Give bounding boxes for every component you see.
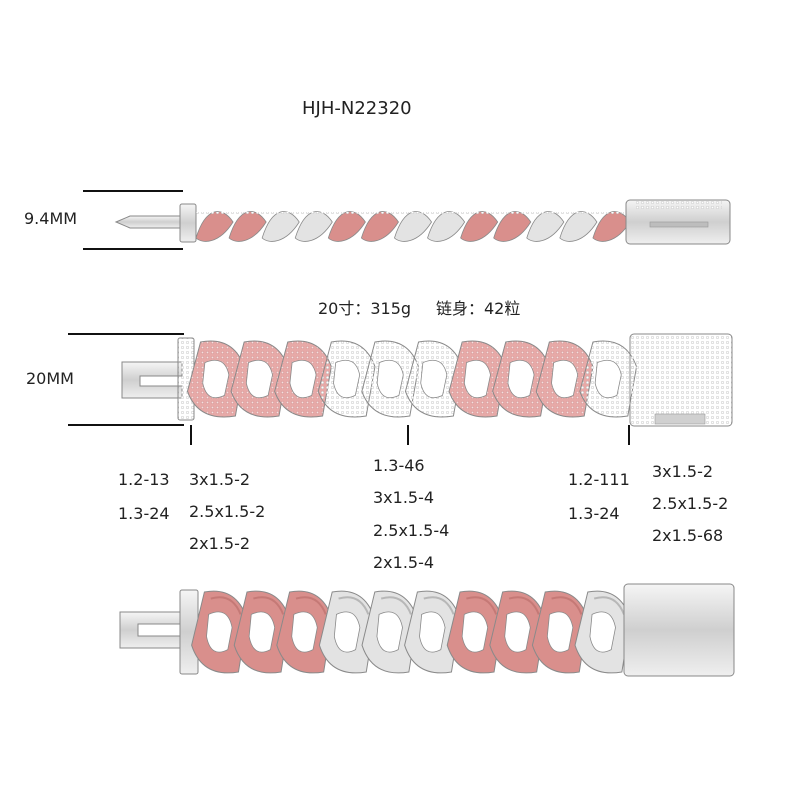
top-view-dimension-bottom-line <box>68 424 184 426</box>
side-view-link <box>559 211 598 242</box>
side-view-link-pave <box>526 212 560 215</box>
side-view-link-pave <box>493 212 527 215</box>
product-code: HJH-N22320 <box>302 98 412 119</box>
side-view-link <box>460 211 499 242</box>
bottom-view-link-opening <box>461 611 489 653</box>
spec-right-b-2: 2.5x1.5-2 <box>652 494 729 513</box>
spec-middle-3: 2.5x1.5-4 <box>373 521 450 540</box>
side-view-link <box>195 211 234 242</box>
spec-right-b-1: 3x1.5-2 <box>652 462 714 481</box>
side-view-link-pave <box>229 212 263 215</box>
spec-middle-1: 1.3-46 <box>373 456 425 475</box>
side-view-end-cap-left <box>179 203 197 243</box>
side-view-clasp-tongue <box>114 215 184 229</box>
bottom-view-link-opening <box>248 611 276 653</box>
bottom-view-link-opening <box>504 611 531 653</box>
side-view-link-pave <box>295 212 329 215</box>
top-view-dimension-top-line <box>68 333 184 335</box>
pointer-tick-right <box>628 425 630 445</box>
bottom-view-link-highlight <box>210 596 242 615</box>
bottom-view-link-opening <box>546 611 574 653</box>
side-view-link-pave <box>196 212 230 215</box>
bottom-view-link-highlight <box>508 596 540 615</box>
pointer-tick-left <box>190 425 192 445</box>
bottom-view-link-highlight <box>295 596 327 615</box>
side-view-link-pave <box>262 212 296 215</box>
top-view-link-opening <box>420 359 448 399</box>
bottom-view-link-highlight <box>338 596 370 615</box>
top-view-link-opening <box>507 359 535 399</box>
side-view-link-pave <box>460 212 494 215</box>
bottom-view-link-opening <box>333 611 361 653</box>
top-view-link-opening <box>551 359 579 399</box>
top-view-width-label: 20MM <box>26 369 74 388</box>
side-view-dimension-bottom-line <box>83 248 183 250</box>
side-view-clasp-pave <box>636 200 722 210</box>
bottom-view-link-highlight <box>423 596 455 615</box>
side-view-link <box>526 211 565 242</box>
spec-left-b-2: 2.5x1.5-2 <box>189 502 266 521</box>
spec-left-b-3: 2x1.5-2 <box>189 534 251 553</box>
side-view-link <box>261 211 300 242</box>
side-view-width-label: 9.4MM <box>24 209 78 228</box>
top-view-clasp-button <box>654 413 706 425</box>
top-view-chain <box>121 333 733 427</box>
side-view-link <box>427 211 466 242</box>
side-view-link-pave <box>394 212 428 215</box>
side-view-link <box>493 211 532 242</box>
side-view-link <box>294 211 333 242</box>
spec-right-a-1: 1.2-111 <box>568 470 630 489</box>
side-view-link-pave <box>427 212 461 215</box>
spec-left-a-1: 1.2-13 <box>118 470 170 489</box>
top-view-link-opening <box>289 359 317 399</box>
top-view-clasp-tongue <box>121 361 183 399</box>
bottom-view-link-opening <box>291 611 318 653</box>
spec-left-a-2: 1.3-24 <box>118 504 170 523</box>
spec-right-a-2: 1.3-24 <box>568 504 620 523</box>
weight-label: 20寸：315g <box>318 299 412 318</box>
top-view-link-opening <box>463 359 491 399</box>
side-view-link-pave <box>592 212 626 215</box>
bottom-view-link-highlight <box>253 596 285 615</box>
bottom-view-clasp-tongue <box>119 611 187 649</box>
spec-left-b-1: 3x1.5-2 <box>189 470 251 489</box>
spec-middle-2: 3x1.5-4 <box>373 488 435 507</box>
side-view-link <box>228 211 267 242</box>
top-view-link-opening <box>245 359 273 399</box>
spec-middle-4: 2x1.5-4 <box>373 553 435 572</box>
top-view-box-clasp <box>629 333 733 427</box>
side-view-link <box>327 211 366 242</box>
top-view-link-opening <box>333 359 361 399</box>
side-view-clasp-slot <box>649 221 709 228</box>
top-view-link-opening <box>594 359 622 399</box>
bottom-view-link-opening <box>376 611 403 653</box>
side-view-link <box>360 211 399 242</box>
bottom-view-link-highlight <box>380 596 412 615</box>
spec-right-b-3: 2x1.5-68 <box>652 526 724 545</box>
side-view-link-pave <box>361 212 395 215</box>
bottom-view-link-opening <box>206 611 233 653</box>
side-view-link-pave <box>559 212 593 215</box>
bottom-view-box-clasp <box>623 583 735 677</box>
pointer-tick-middle <box>407 425 409 445</box>
bottom-view-link-opening <box>419 611 446 653</box>
bottom-view-link-highlight <box>551 596 583 615</box>
side-view-link-pave <box>328 212 362 215</box>
side-view-link <box>394 211 433 242</box>
side-view-chain <box>114 199 731 245</box>
side-view-dimension-top-line <box>83 190 183 192</box>
bottom-view-chain <box>119 583 735 677</box>
links-count-label: 链身：42粒 <box>436 299 521 318</box>
bottom-view-link-opening <box>589 611 616 653</box>
top-view-link-opening <box>376 359 404 399</box>
bottom-view-link-highlight <box>593 596 625 615</box>
side-view-link <box>592 211 631 242</box>
bottom-view-link-highlight <box>466 596 498 615</box>
top-view-link-opening <box>202 359 230 399</box>
